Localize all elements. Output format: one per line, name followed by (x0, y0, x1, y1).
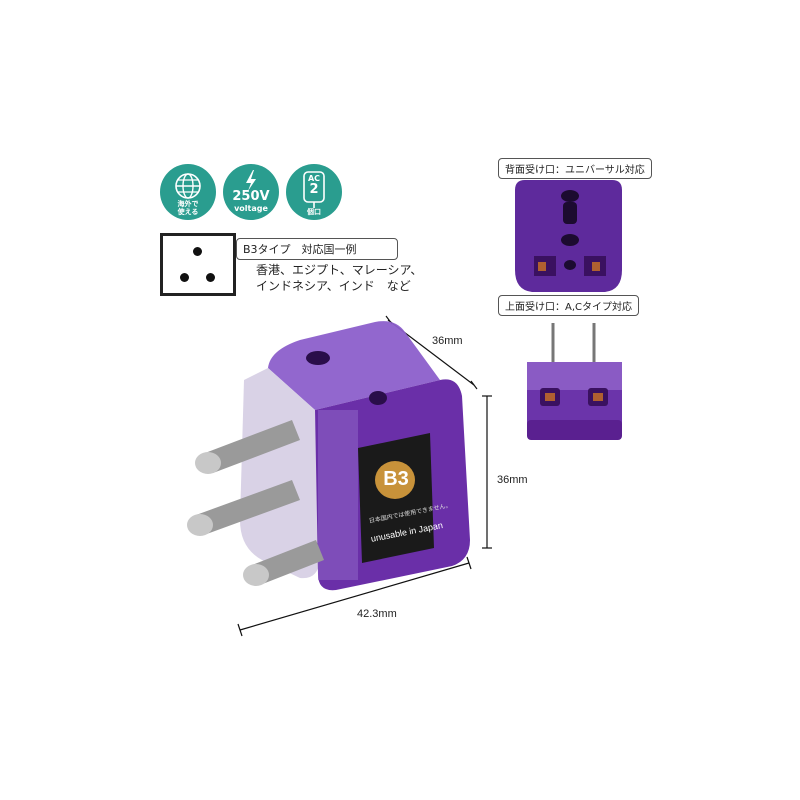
voltage-value: 250V (232, 189, 270, 204)
width-dimension (237, 556, 472, 637)
top-socket-label: 上面受け口：A,Cタイプ対応 (498, 295, 640, 316)
overseas-use-badge: 海外で 使える (160, 164, 216, 220)
ac-unit: 個口 (307, 208, 321, 216)
pin-layout-diagram (160, 233, 236, 296)
pin-dot-top (193, 247, 202, 256)
pin-dot-left (180, 273, 189, 282)
country-line2: インドネシア、インド など (256, 279, 411, 293)
globe-badge-line1: 海外で (177, 200, 199, 208)
height-label: 36mm (497, 474, 528, 486)
plug-icon (303, 171, 325, 208)
voltage-badge: 250V voltage (223, 164, 279, 220)
globe-icon (175, 173, 201, 199)
top-socket-view (527, 323, 622, 440)
country-line1: 香港、エジプト、マレーシア、 (256, 263, 423, 277)
back-socket-label: 背面受け口：ユニバーサル対応 (498, 158, 652, 179)
globe-badge-line2: 使える (177, 208, 199, 216)
lightning-icon (246, 170, 256, 191)
country-list: 香港、エジプト、マレーシア、 インドネシア、インド など (256, 262, 422, 294)
outlet-count-badge: AC 2 個口 (286, 164, 342, 220)
voltage-unit: voltage (234, 204, 268, 213)
type-label: B3タイプ 対応国一例 (236, 238, 398, 260)
width-label: 42.3mm (357, 608, 397, 620)
height-dimension (482, 395, 492, 549)
ac-label: AC (307, 174, 321, 183)
product-type-badge: B3 (383, 468, 409, 490)
back-socket-view (515, 180, 622, 292)
adapter-body (240, 321, 470, 591)
ac-count: 2 (309, 182, 319, 197)
adapter-pins (187, 420, 324, 586)
pin-dot-right (206, 273, 215, 282)
depth-label: 36mm (432, 335, 463, 347)
